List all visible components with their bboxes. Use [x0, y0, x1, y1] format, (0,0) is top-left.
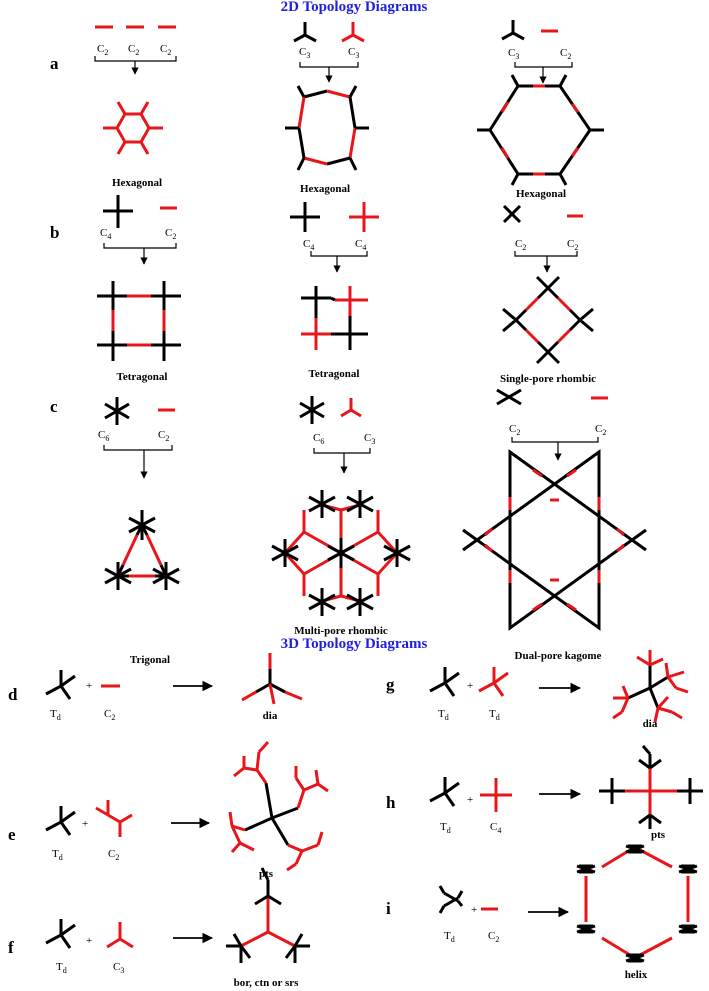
svg-text:+: + — [86, 680, 92, 692]
panel-i: + Td C2 helix — [438, 844, 698, 981]
svg-text:C2: C2 — [515, 238, 526, 252]
svg-text:C2: C2 — [488, 930, 499, 944]
svg-text:C2: C2 — [560, 47, 571, 61]
svg-text:C4: C4 — [100, 227, 111, 241]
svg-text:helix: helix — [625, 969, 648, 981]
svg-text:C2: C2 — [509, 423, 520, 437]
panel-label-d: d — [8, 685, 18, 704]
svg-text:C3: C3 — [364, 432, 375, 446]
panel-c3: C2 C2 Dual-pore kagome — [462, 388, 647, 662]
svg-text:C3: C3 — [348, 46, 359, 60]
svg-text:dia: dia — [643, 718, 658, 730]
svg-text:Td: Td — [440, 821, 451, 835]
svg-text:C3: C3 — [508, 47, 519, 61]
multi-pore-net — [271, 490, 411, 616]
panel-d: + Td C2 dia — [45, 653, 303, 722]
helix-net — [576, 844, 698, 963]
square-net — [97, 281, 181, 361]
svg-text:+: + — [467, 794, 473, 806]
panel-b2: C4 C4 Tetragonal — [290, 202, 379, 380]
panel-a3: C3 C2 Hexagonal — [477, 20, 604, 200]
symmetry-label: C2 — [160, 43, 171, 57]
svg-text:Td: Td — [52, 848, 63, 862]
twisted-td-node-icon — [438, 885, 464, 914]
panel-e: + Td C2 pts — [45, 740, 329, 880]
panel-b3: C2 C2 Single-pore rhombic — [500, 204, 596, 385]
svg-text:Td: Td — [438, 708, 449, 722]
svg-text:+: + — [467, 680, 473, 692]
rhombic-net — [502, 275, 594, 365]
svg-text:+: + — [86, 935, 92, 947]
trigonal-net — [104, 510, 180, 590]
svg-text:C4: C4 — [303, 238, 314, 252]
svg-text:C2: C2 — [104, 708, 115, 722]
square-net-mixed — [301, 286, 368, 350]
svg-text:C2: C2 — [595, 423, 606, 437]
panel-label-a: a — [50, 54, 59, 73]
hexagonal-net-large — [477, 74, 604, 186]
svg-text:Multi-pore rhombic: Multi-pore rhombic — [294, 625, 388, 637]
symmetry-label: C2 — [128, 43, 139, 57]
dia-net — [612, 650, 689, 723]
svg-text:C2: C2 — [567, 238, 578, 252]
hexagonal-net-red — [103, 101, 163, 155]
svg-text:C2: C2 — [165, 227, 176, 241]
svg-text:C6: C6 — [98, 429, 109, 443]
pts-net-h — [599, 745, 703, 829]
panel-f: + Td C3 bor, ctn or srs — [45, 867, 310, 989]
svg-text:Td: Td — [489, 708, 500, 722]
svg-text:Trigonal: Trigonal — [130, 654, 170, 666]
svg-text:+: + — [82, 818, 88, 830]
svg-text:pts: pts — [651, 829, 666, 841]
panel-label-c: c — [50, 397, 58, 416]
panel-a2: C3 C3 Hexagonal — [285, 22, 369, 195]
title-2d: 2D Topology Diagrams — [281, 0, 428, 15]
panel-c2: C6 C3 Mul — [271, 396, 411, 637]
svg-text:C2: C2 — [108, 848, 119, 862]
svg-text:Tetragonal: Tetragonal — [117, 371, 168, 383]
svg-text:Hexagonal: Hexagonal — [300, 183, 350, 195]
svg-text:Tetragonal: Tetragonal — [309, 368, 360, 380]
svg-text:Td: Td — [444, 930, 455, 944]
kagome-net — [462, 449, 647, 631]
svg-text:Td: Td — [50, 708, 61, 722]
topology-name: Hexagonal — [112, 177, 162, 189]
svg-text:dia: dia — [263, 710, 278, 722]
svg-text:Dual-pore kagome: Dual-pore kagome — [515, 650, 602, 662]
panel-label-g: g — [386, 675, 395, 694]
svg-text:Single-pore rhombic: Single-pore rhombic — [500, 373, 596, 385]
svg-text:C6: C6 — [313, 432, 324, 446]
svg-text:C4: C4 — [490, 821, 501, 835]
svg-text:+: + — [471, 904, 477, 916]
svg-text:C4: C4 — [355, 238, 366, 252]
panel-c1: C6 C2 Trigonal — [98, 397, 180, 666]
panel-b1: C4 C2 Tetragonal — [97, 195, 181, 383]
svg-text:C2: C2 — [158, 429, 169, 443]
c6-node-icon — [104, 397, 130, 425]
panel-a1: C2 C2 C2 Hexagonal — [94, 25, 177, 189]
panel-h: + Td C4 pts — [429, 745, 703, 841]
hexagonal-net-mixed — [285, 85, 369, 171]
panel-label-f: f — [8, 938, 14, 957]
panel-label-h: h — [386, 793, 396, 812]
panel-g: + Td Td dia — [429, 650, 689, 730]
srs-net — [226, 867, 310, 963]
panel-label-e: e — [8, 825, 16, 844]
svg-text:Td: Td — [56, 961, 67, 975]
pts-net — [228, 740, 329, 872]
panel-label-i: i — [386, 899, 391, 918]
symmetry-label: C2 — [97, 43, 108, 57]
panel-label-b: b — [50, 223, 59, 242]
svg-text:C3: C3 — [299, 46, 310, 60]
svg-text:C3: C3 — [113, 961, 124, 975]
svg-text:Hexagonal: Hexagonal — [516, 188, 566, 200]
title-3d: 3D Topology Diagrams — [281, 636, 428, 652]
svg-text:bor, ctn or srs: bor, ctn or srs — [234, 977, 300, 989]
c6-node-icon — [299, 396, 325, 424]
